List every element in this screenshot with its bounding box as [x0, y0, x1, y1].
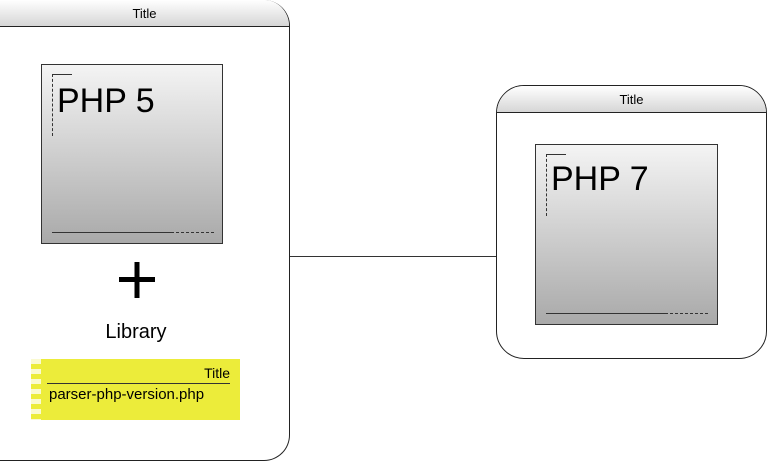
file-card: Title parser-php-version.php — [31, 359, 240, 420]
corner-mark-vertical — [546, 154, 547, 216]
php5-label: PHP 5 — [57, 82, 155, 120]
php7-box: PHP 7 — [535, 144, 718, 325]
left-window: Title PHP 5 Library Title parser-php-ver… — [0, 0, 290, 461]
corner-mark-vertical — [52, 74, 53, 136]
file-card-title: Title — [204, 365, 230, 381]
library-label: Library — [105, 321, 167, 343]
base-line-dashed — [176, 232, 214, 233]
base-line-solid — [546, 313, 668, 314]
base-line-dashed — [670, 313, 708, 314]
php7-label: PHP 7 — [551, 160, 649, 198]
file-card-stripe — [31, 359, 41, 420]
right-window-title: Title — [497, 86, 766, 113]
file-card-divider — [47, 383, 230, 384]
corner-mark-horizontal — [52, 74, 72, 75]
file-card-filename: parser-php-version.php — [49, 386, 205, 403]
base-line-solid — [52, 232, 174, 233]
php5-box: PHP 5 — [41, 64, 223, 244]
plus-icon — [119, 262, 155, 298]
connector-line — [290, 256, 496, 257]
corner-mark-horizontal — [546, 154, 566, 155]
left-window-title: Title — [0, 0, 289, 27]
